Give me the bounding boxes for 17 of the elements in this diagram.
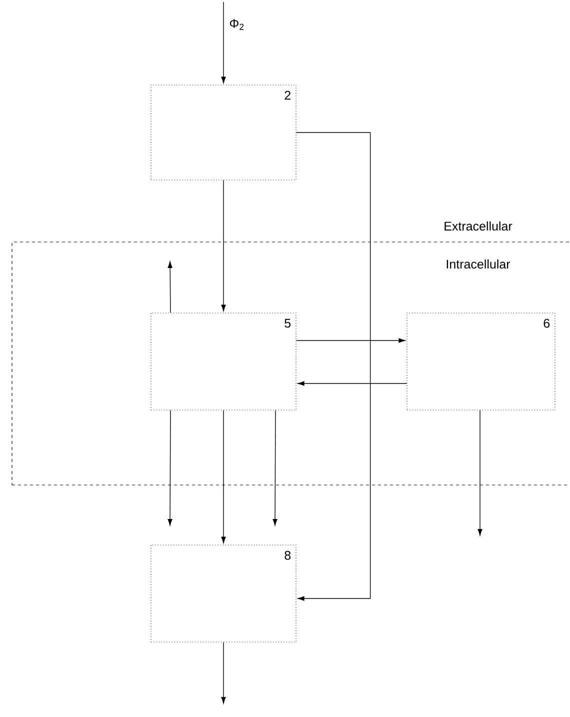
arrow xyxy=(272,410,278,526)
region-label: Extracellular xyxy=(444,221,512,231)
arrow xyxy=(221,2,226,84)
arrow xyxy=(168,410,172,526)
arrow xyxy=(296,338,406,343)
arrow xyxy=(221,642,226,704)
arrow xyxy=(478,410,482,536)
arrow xyxy=(221,180,226,312)
arrow xyxy=(296,132,371,601)
arrow xyxy=(298,381,408,386)
process-box: 6 xyxy=(406,312,556,410)
arrow xyxy=(221,410,226,544)
edge-label: Φ$_{2}$ xyxy=(228,18,246,31)
process-box: 5 xyxy=(150,312,296,410)
process-box: 2 xyxy=(150,84,296,180)
process-box: 8 xyxy=(150,544,296,642)
arrow xyxy=(168,261,172,314)
